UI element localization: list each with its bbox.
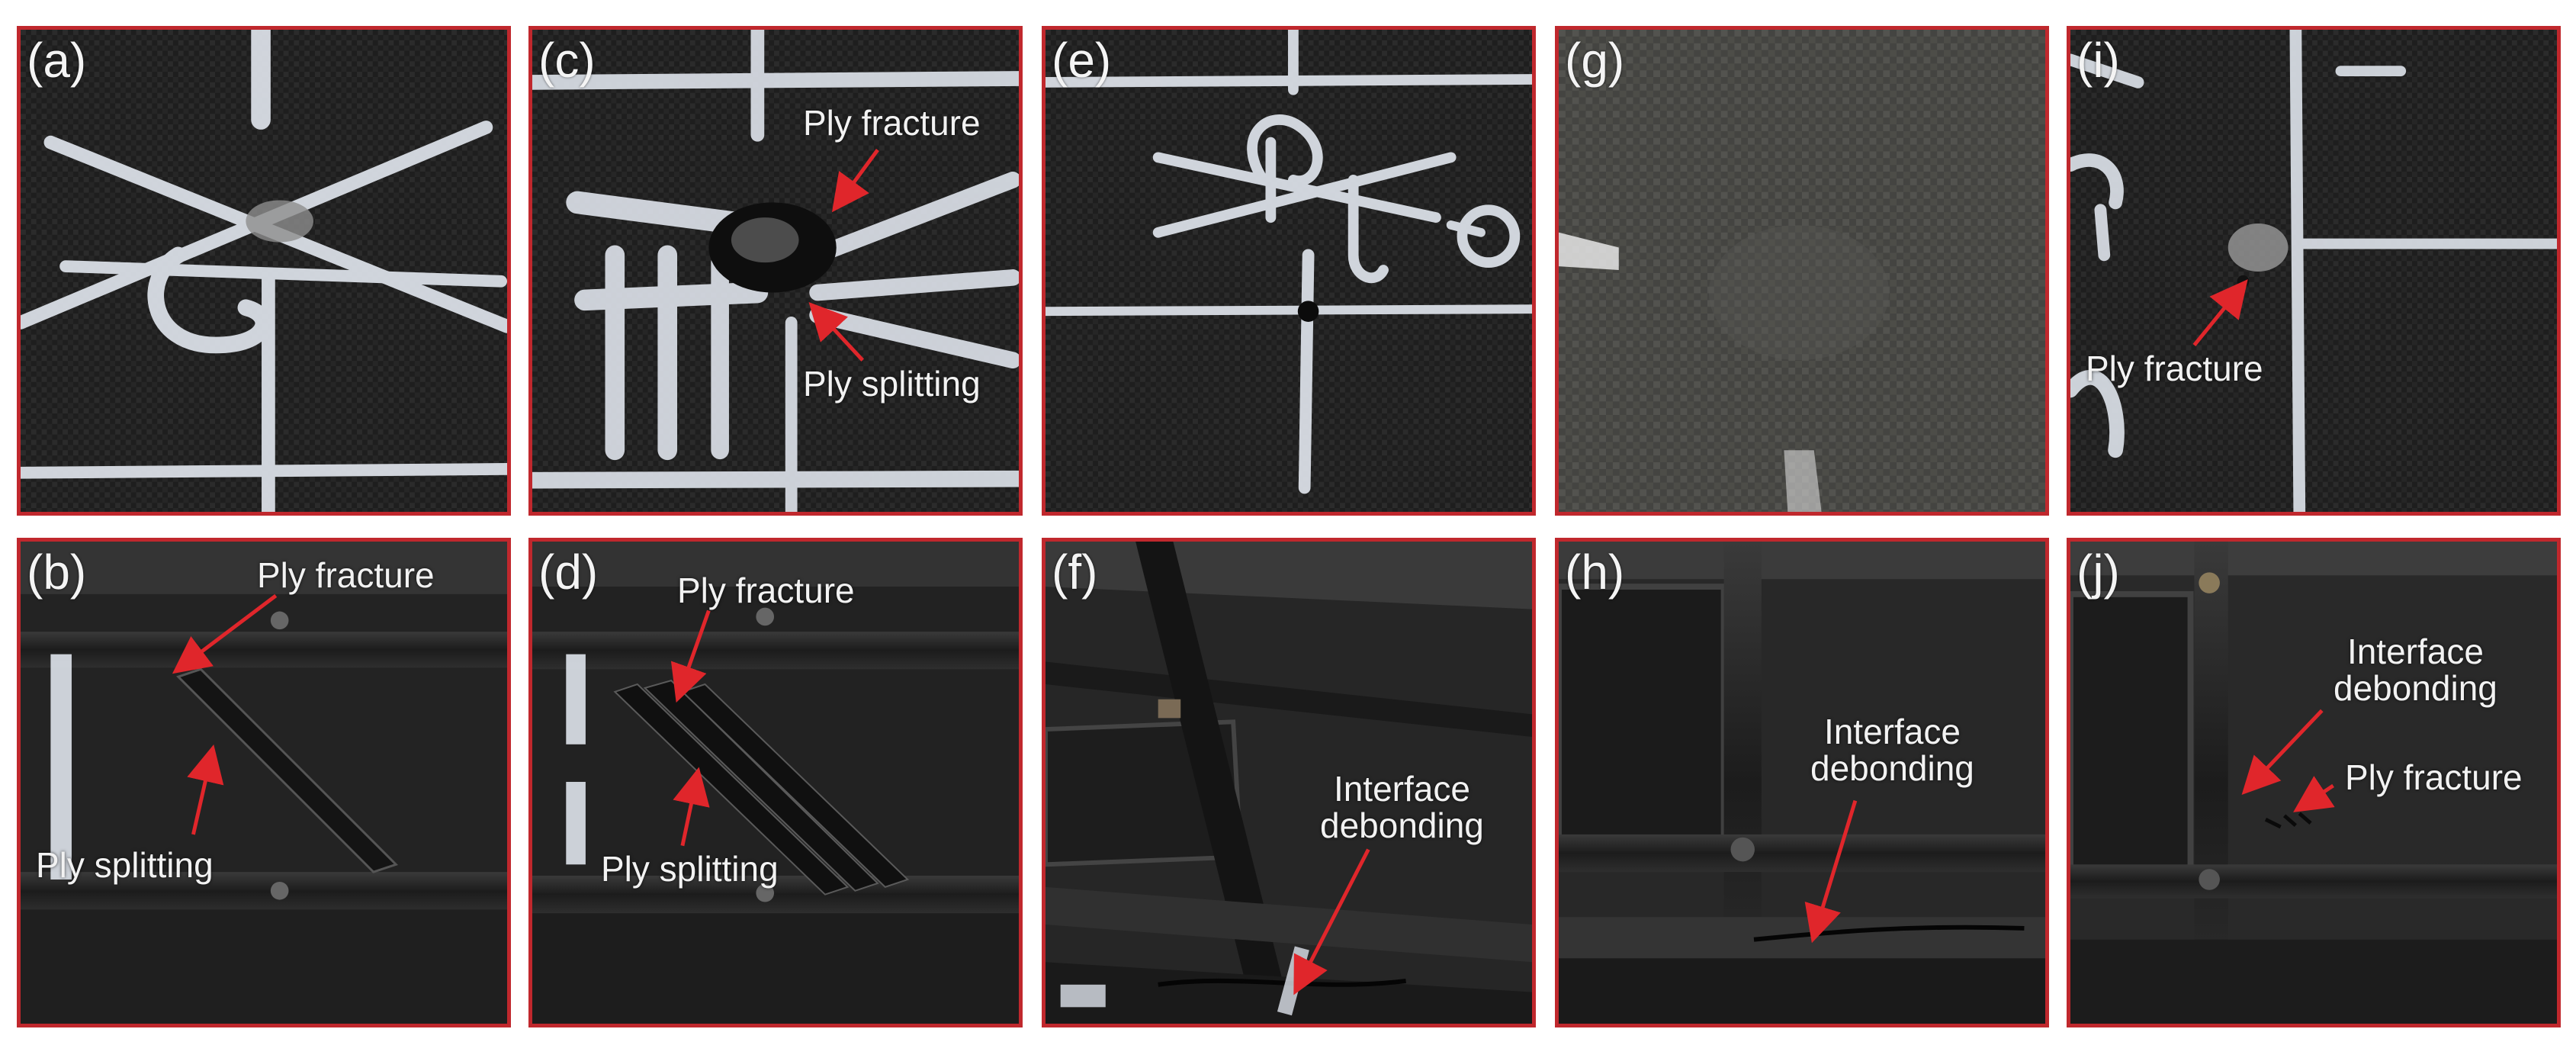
- panel-c-photo: [532, 30, 1019, 512]
- panel-e: (e): [1042, 26, 1536, 516]
- panel-label: (h): [1565, 545, 1625, 600]
- panel-f-photo: [1045, 542, 1532, 1024]
- panel-i: (i) Ply fracture: [2067, 26, 2561, 516]
- panel-d-photo: [532, 542, 1019, 1024]
- annotation-ply-splitting: Ply splitting: [803, 364, 981, 404]
- panel-label: (f): [1052, 545, 1098, 600]
- panel-a: (a): [17, 26, 511, 516]
- annotation-line: Interface debonding: [1810, 712, 1974, 789]
- annotation-ply-fracture: Ply fracture: [677, 571, 855, 610]
- annotation-ply-fracture: Ply fracture: [257, 555, 435, 595]
- panel-h-photo: [1559, 542, 2045, 1024]
- annotation-ply-fracture: Ply fracture: [803, 103, 981, 143]
- panel-e-photo: [1045, 30, 1532, 512]
- panel-label: (i): [2077, 33, 2120, 88]
- panel-g: (g): [1555, 26, 2049, 516]
- annotation-ply-splitting: Ply splitting: [36, 845, 214, 885]
- panel-d: (d) Ply fracture Ply splitting: [528, 538, 1023, 1027]
- panel-i-photo: [2070, 30, 2557, 512]
- panel-h: (h) Interface debonding: [1555, 538, 2049, 1027]
- panel-b: (b) Ply fracture Ply splitting: [17, 538, 511, 1027]
- panel-c: (c) Ply fracture Ply splitting: [528, 26, 1023, 516]
- annotation-interface-debonding: Interface debonding: [2333, 633, 2497, 707]
- panel-label: (a): [27, 33, 87, 88]
- panel-label: (e): [1052, 33, 1112, 88]
- panel-label: (j): [2077, 545, 2120, 600]
- panel-label: (g): [1565, 33, 1625, 88]
- annotation-ply-fracture: Ply fracture: [2086, 349, 2263, 388]
- panel-label: (b): [27, 545, 87, 600]
- annotation-interface-debonding: Interface debonding: [1320, 770, 1484, 844]
- panel-j: (j) Interface debonding Ply fracture: [2067, 538, 2561, 1027]
- annotation-interface-debonding: Interface debonding: [1810, 713, 1974, 787]
- panel-label: (c): [538, 33, 596, 88]
- panel-f: (f) Interface debonding: [1042, 538, 1536, 1027]
- panel-a-photo: [21, 30, 507, 512]
- annotation-ply-fracture: Ply fracture: [2345, 757, 2523, 797]
- annotation-ply-splitting: Ply splitting: [601, 849, 779, 889]
- annotation-line: Interface debonding: [1320, 769, 1484, 846]
- panel-label: (d): [538, 545, 599, 600]
- panel-b-photo: [21, 542, 507, 1024]
- panel-g-photo: [1559, 30, 2045, 512]
- annotation-line: Interface debonding: [2333, 632, 2497, 709]
